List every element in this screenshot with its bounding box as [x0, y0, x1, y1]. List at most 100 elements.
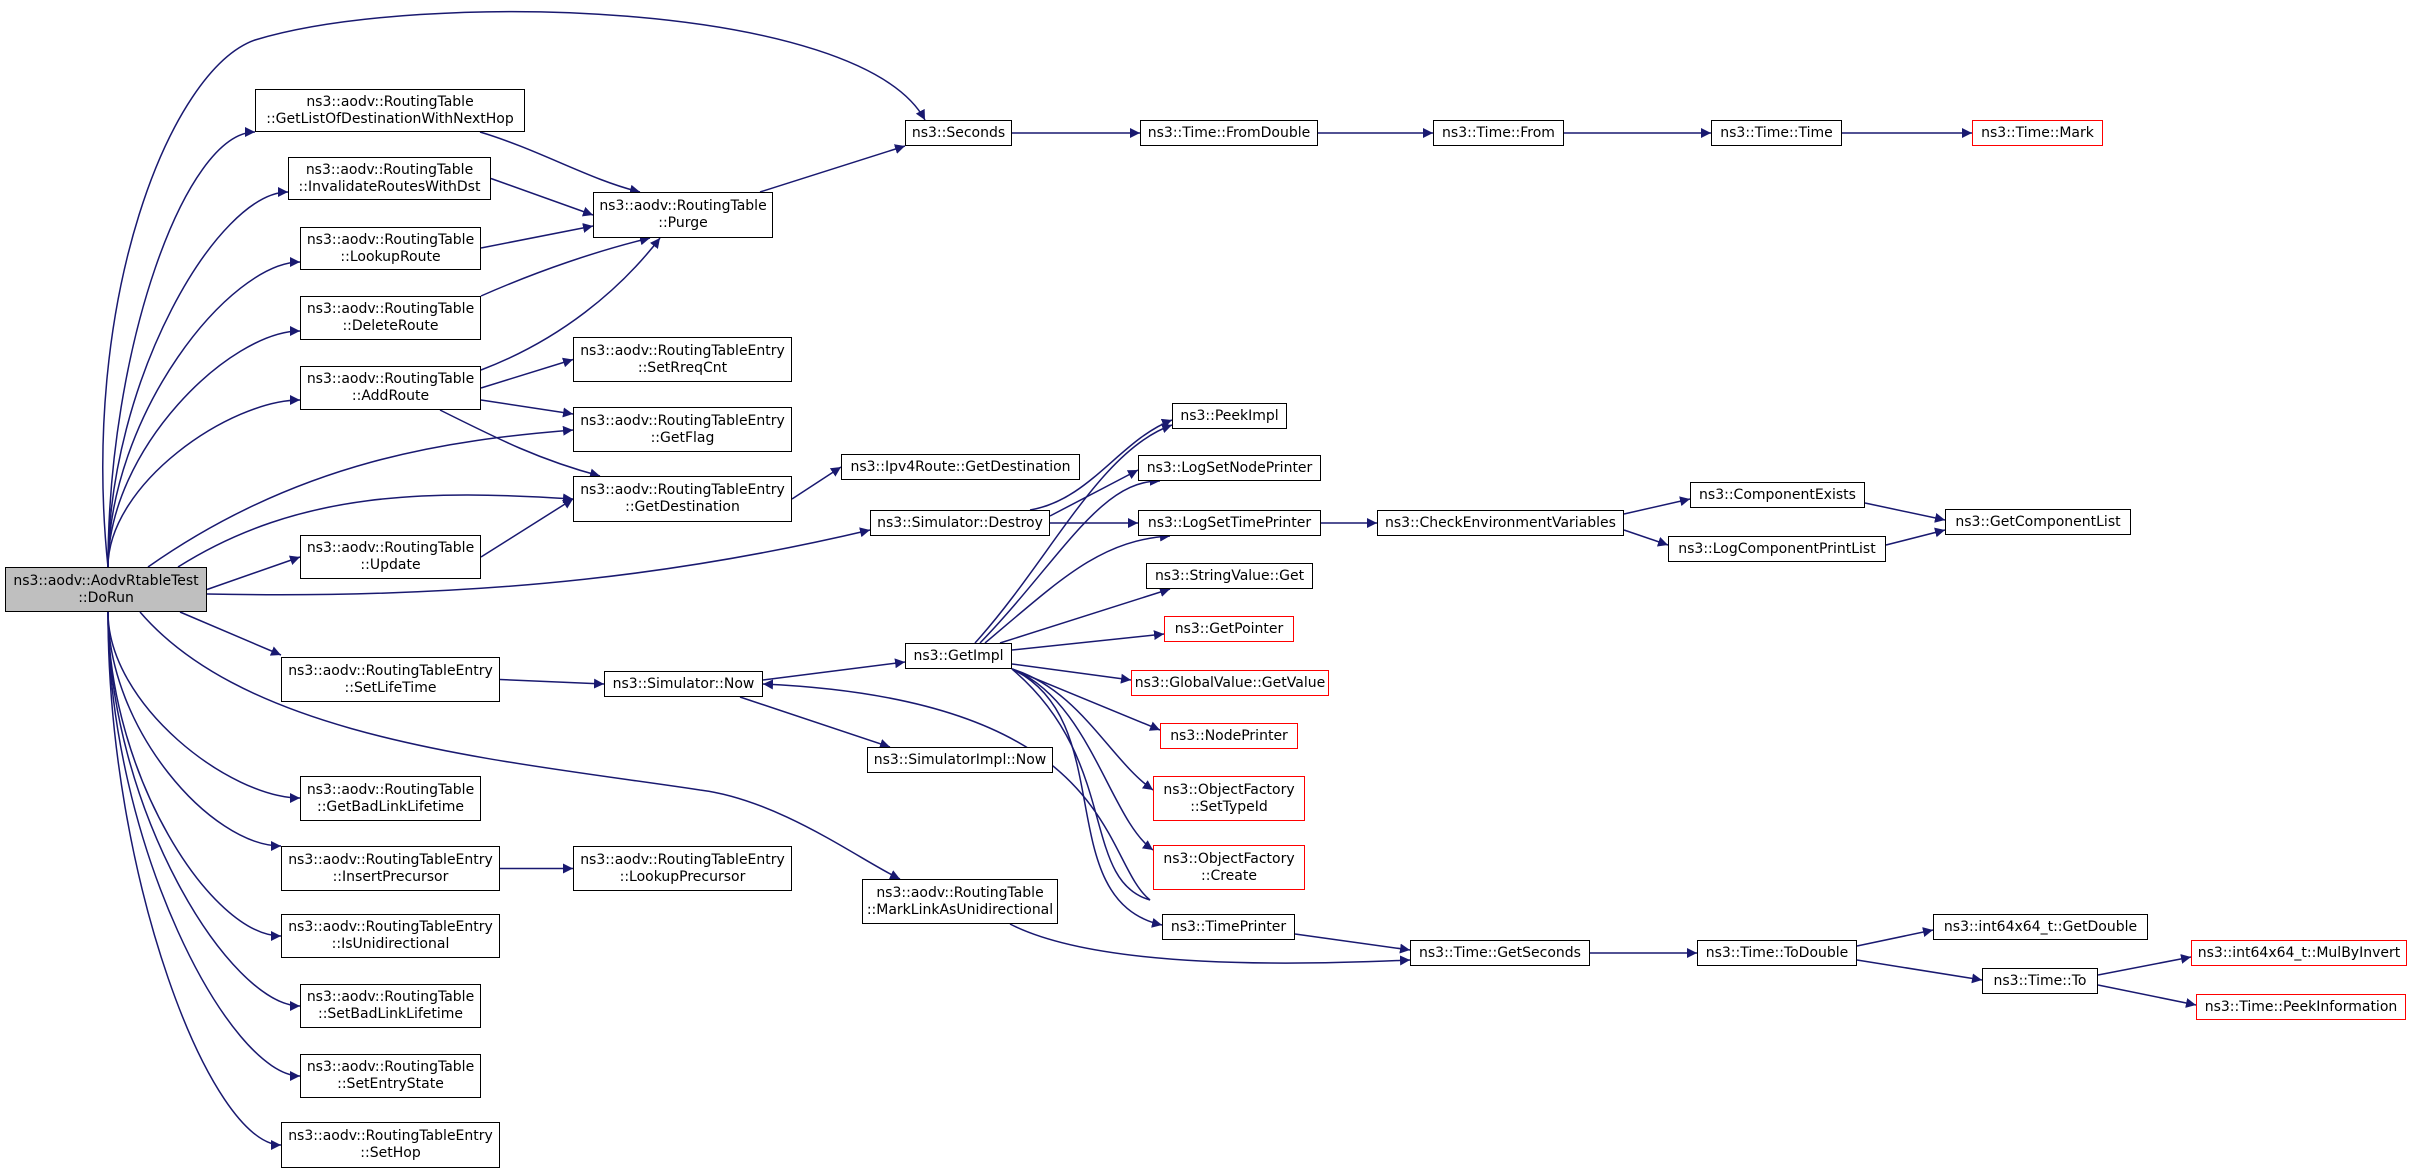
node-label-line: ns3::aodv::RoutingTableEntry — [580, 412, 785, 429]
node-label-line: ::IsUnidirectional — [331, 936, 450, 952]
node-purge[interactable]: ns3::aodv::RoutingTable::Purge — [593, 192, 773, 238]
edge-addRoute-purge — [480, 237, 661, 371]
node-seconds[interactable]: ns3::Seconds — [905, 120, 1012, 146]
edge-doRun-addRoute — [107, 395, 301, 568]
node-label-line: ns3::Seconds — [911, 124, 1006, 141]
node-sim-impl-now[interactable]: ns3::SimulatorImpl::Now — [867, 747, 1053, 773]
node-rt-update[interactable]: ns3::aodv::RoutingTable::Update — [300, 535, 481, 579]
node-get-destination[interactable]: ns3::aodv::RoutingTableEntry::GetDestina… — [573, 476, 792, 522]
edge-getImpl-timePrinter — [1011, 668, 1163, 928]
edge-addRoute-getDestination — [439, 409, 601, 479]
node-get-list-of-dest[interactable]: ns3::aodv::RoutingTable::GetListOfDestin… — [255, 89, 525, 132]
node-log-comp-print-list[interactable]: ns3::LogComponentPrintList — [1668, 536, 1886, 562]
edge-doRun-isUnidirectional — [107, 611, 282, 941]
node-label-line: ::GetDestination — [625, 499, 740, 515]
node-label-line: ns3::GetImpl — [913, 647, 1004, 664]
node-delete-route[interactable]: ns3::aodv::RoutingTable::DeleteRoute — [300, 296, 481, 340]
edge-getImpl-getPointer — [1011, 630, 1165, 651]
node-set-rreq-cnt[interactable]: ns3::aodv::RoutingTableEntry::SetRreqCnt — [573, 337, 792, 382]
node-component-exists[interactable]: ns3::ComponentExists — [1690, 482, 1865, 508]
node-check-env[interactable]: ns3::CheckEnvironmentVariables — [1377, 510, 1624, 536]
edge-checkEnv-logCompPrintList — [1623, 529, 1669, 547]
node-log-set-time-printer[interactable]: ns3::LogSetTimePrinter — [1138, 510, 1321, 536]
node-log-set-node-printer[interactable]: ns3::LogSetNodePrinter — [1138, 455, 1321, 481]
node-label-line: ns3::Time::ToDouble — [1705, 944, 1849, 961]
node-set-hop[interactable]: ns3::aodv::RoutingTableEntry::SetHop — [281, 1122, 500, 1168]
edge-timeTo-mulByInvert — [2097, 953, 2192, 976]
node-label-line: ns3::aodv::RoutingTable — [306, 93, 474, 110]
node-lookup-precursor[interactable]: ns3::aodv::RoutingTableEntry::LookupPrec… — [573, 846, 792, 891]
edge-toDouble-timeTo — [1856, 959, 1983, 984]
edge-logCompPrintList-getComponentList — [1885, 527, 1946, 546]
node-string-value-get[interactable]: ns3::StringValue::Get — [1146, 563, 1313, 589]
node-label-line: ns3::Simulator::Now — [612, 675, 755, 692]
node-ipv4-get-dest[interactable]: ns3::Ipv4Route::GetDestination — [841, 454, 1080, 480]
node-int64-get-double[interactable]: ns3::int64x64_t::GetDouble — [1933, 914, 2148, 940]
edge-timeTo-peekInformation — [2097, 984, 2197, 1008]
node-of-set-type-id[interactable]: ns3::ObjectFactory::SetTypeId — [1153, 776, 1305, 821]
node-get-component-list[interactable]: ns3::GetComponentList — [1945, 509, 2131, 535]
node-time-to[interactable]: ns3::Time::To — [1982, 968, 2098, 994]
node-label-line: ns3::LogComponentPrintList — [1678, 540, 1876, 557]
node-to-double[interactable]: ns3::Time::ToDouble — [1697, 940, 1857, 966]
node-label-line: ns3::aodv::RoutingTableEntry — [288, 919, 493, 935]
node-insert-precursor[interactable]: ns3::aodv::RoutingTableEntry::InsertPrec… — [281, 846, 500, 891]
edge-doRun-simDestroy — [206, 527, 871, 596]
node-mark-link[interactable]: ns3::aodv::RoutingTable::MarkLinkAsUnidi… — [862, 879, 1058, 924]
edge-lookupRoute-purge — [480, 223, 594, 249]
edge-simDestroy-logSetNodePrinter — [1049, 469, 1139, 517]
node-sim-destroy[interactable]: ns3::Simulator::Destroy — [870, 510, 1050, 536]
node-sim-now[interactable]: ns3::Simulator::Now — [604, 671, 763, 697]
node-mul-by-invert[interactable]: ns3::int64x64_t::MulByInvert — [2191, 940, 2407, 966]
node-node-printer[interactable]: ns3::NodePrinter — [1160, 723, 1298, 749]
node-is-unidirectional[interactable]: ns3::aodv::RoutingTableEntry::IsUnidirec… — [281, 914, 500, 958]
node-get-bad-link-lifetime[interactable]: ns3::aodv::RoutingTable::GetBadLinkLifet… — [300, 776, 481, 821]
node-set-bad-link-lifetime[interactable]: ns3::aodv::RoutingTable::SetBadLinkLifet… — [300, 984, 481, 1028]
edge-doRun-getBadLinkLifetime — [107, 611, 301, 803]
node-label-line: ns3::aodv::RoutingTable — [306, 301, 475, 317]
node-from-double[interactable]: ns3::Time::FromDouble — [1140, 120, 1318, 146]
node-lookup-route[interactable]: ns3::aodv::RoutingTable::LookupRoute — [300, 227, 481, 270]
node-label-line: ::Update — [360, 557, 421, 573]
edge-getImpl-ofCreate — [1011, 668, 1154, 851]
node-label-line: ::SetHop — [360, 1145, 421, 1161]
node-time-time[interactable]: ns3::Time::Time — [1711, 120, 1842, 146]
node-label-line: ::GetBadLinkLifetime — [317, 798, 464, 815]
node-label-line: ns3::TimePrinter — [1170, 918, 1287, 935]
node-label-line: ns3::LogSetTimePrinter — [1147, 514, 1312, 531]
node-time-printer[interactable]: ns3::TimePrinter — [1162, 914, 1295, 940]
node-label-line: ::Purge — [658, 215, 708, 231]
node-label-line: ns3::aodv::RoutingTable — [306, 231, 475, 248]
node-of-create[interactable]: ns3::ObjectFactory::Create — [1153, 845, 1305, 890]
edge-getDestination-ipv4GetDest — [791, 466, 842, 500]
edge-getImpl-peekImpl — [974, 423, 1173, 644]
node-global-value-get[interactable]: ns3::GlobalValue::GetValue — [1131, 670, 1329, 696]
edge-getImpl-globalValueGet — [1011, 663, 1132, 684]
node-peek-information[interactable]: ns3::Time::PeekInformation — [2196, 994, 2406, 1020]
edges — [102, 10, 2197, 1150]
node-peek-impl[interactable]: ns3::PeekImpl — [1172, 403, 1287, 429]
node-label-line: ::LookupPrecursor — [619, 868, 746, 885]
edge-getImpl-ofSetTypeId — [1011, 668, 1154, 791]
node-label-line: ns3::GlobalValue::GetValue — [1134, 674, 1326, 691]
node-get-seconds[interactable]: ns3::Time::GetSeconds — [1410, 940, 1590, 966]
node-get-flag[interactable]: ns3::aodv::RoutingTableEntry::GetFlag — [573, 407, 792, 452]
node-set-entry-state[interactable]: ns3::aodv::RoutingTable::SetEntryState — [300, 1054, 481, 1098]
edge-doRun-deleteRoute — [107, 326, 301, 568]
node-label-line: ::InsertPrecursor — [332, 868, 449, 885]
edge-checkEnv-componentExists — [1623, 496, 1691, 515]
node-invalidate-routes[interactable]: ns3::aodv::RoutingTable::InvalidateRoute… — [288, 157, 491, 200]
node-set-life-time[interactable]: ns3::aodv::RoutingTableEntry::SetLifeTim… — [281, 657, 500, 702]
node-label-line: ns3::SimulatorImpl::Now — [873, 751, 1047, 768]
node-label-line: ns3::aodv::RoutingTable — [306, 989, 475, 1005]
node-get-impl[interactable]: ns3::GetImpl — [905, 643, 1012, 669]
node-time-from[interactable]: ns3::Time::From — [1433, 120, 1564, 146]
node-label-line: ns3::Time::Mark — [1981, 124, 2094, 141]
node-time-mark[interactable]: ns3::Time::Mark — [1972, 120, 2103, 146]
edge-doRun-insertPrecursor — [107, 611, 282, 851]
edge-doRun-getListOfDest — [107, 127, 256, 568]
node-label-line: ::SetTypeId — [1190, 798, 1268, 815]
node-get-pointer[interactable]: ns3::GetPointer — [1164, 616, 1294, 642]
edge-getImpl-simNow — [762, 668, 1151, 901]
node-add-route[interactable]: ns3::aodv::RoutingTable::AddRoute — [300, 366, 481, 410]
